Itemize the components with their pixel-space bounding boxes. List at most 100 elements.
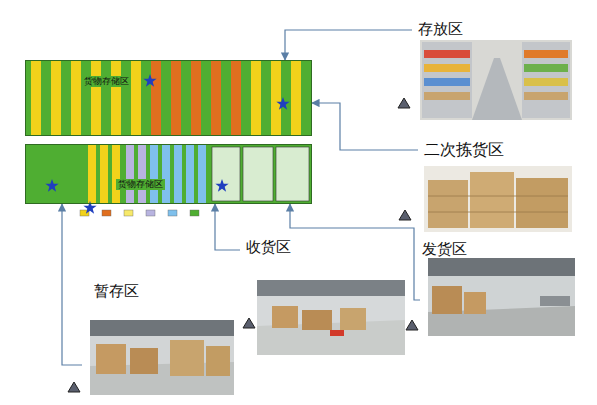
photo-staging-part (170, 340, 204, 376)
storage-band-top-part (31, 60, 41, 136)
storage-band-top-part (251, 60, 261, 136)
storage-band-top-part (131, 60, 141, 136)
area-heading: 暂存区 (94, 282, 139, 300)
storage-band-bottom-part (112, 144, 120, 204)
storage-band-bottom-part (162, 144, 170, 204)
location-stars-part (143, 74, 156, 87)
storage-band-bottom-part (88, 144, 96, 204)
area-heading: 发货区 (422, 240, 467, 258)
photo-storage-part (424, 64, 470, 72)
connector (285, 30, 412, 60)
location-stars-part (215, 179, 228, 192)
storage-band-top-part (91, 60, 101, 136)
photo-storage-part (422, 42, 472, 118)
storage-band: 货物存储区 (25, 60, 312, 136)
photo-receiving-part (302, 310, 332, 330)
photo-storage-part (524, 64, 568, 72)
photo-shipping-part (464, 292, 486, 314)
photo-staging-part (206, 346, 230, 376)
photo-staging-part (96, 344, 126, 374)
area-photo: 收货区 (240, 236, 408, 357)
photo-receiving-part (272, 306, 298, 328)
photo-storage (420, 40, 572, 120)
storage-band-top-part (25, 60, 312, 136)
legend-swatches (80, 210, 199, 216)
storage-band-top-part (211, 60, 221, 136)
photo-markers-part (68, 382, 80, 392)
photo-markers-part (399, 210, 411, 220)
storage-band-top-part (171, 60, 181, 136)
photo-storage-part (424, 50, 470, 58)
photo-staging-part (90, 320, 234, 336)
connector (62, 204, 82, 365)
photo-markers (68, 98, 418, 392)
storage-band-bottom-part (100, 144, 108, 204)
photo-staging-part (130, 348, 158, 374)
location-stars-part (83, 201, 96, 214)
location-stars-part (276, 97, 289, 110)
photo-storage-part (522, 42, 570, 118)
area-heading: 二次拣货区 (424, 140, 504, 159)
zone-label: 货物存储区 (82, 76, 131, 87)
storage-band-bottom-part (174, 144, 182, 204)
photo-shipping (428, 258, 575, 336)
storage-band-top (25, 60, 312, 136)
zone-label: 货物存储区 (116, 179, 165, 190)
storage-band-bottom-part (126, 144, 134, 204)
photo-picking-part (428, 180, 468, 228)
storage-band-top-part (191, 60, 201, 136)
photo-storage-part (524, 50, 568, 58)
storage-band-bottom (25, 144, 312, 204)
photo-storage-part (472, 58, 522, 120)
legend-swatches-part (102, 210, 111, 216)
photo-shipping-part (428, 258, 575, 276)
photo-receiving-part (340, 308, 366, 330)
storage-band-bottom-part (25, 144, 312, 204)
storage-band-bottom-part (186, 144, 194, 204)
connector (290, 204, 420, 300)
area-heading: 存放区 (418, 20, 463, 38)
photo-markers-part (398, 98, 410, 108)
legend-swatches-part (168, 210, 177, 216)
photo-storage-part (424, 78, 470, 86)
storage-band-bottom-part (150, 144, 158, 204)
photo-storage-part (420, 40, 572, 120)
photo-markers-part (243, 318, 255, 328)
area-heading: 收货区 (246, 238, 291, 256)
storage-band-top-part (111, 60, 121, 136)
photo-markers-part (406, 320, 418, 330)
storage-band-bottom-part (212, 147, 240, 201)
photo-staging-part (90, 320, 234, 395)
storage-band-top-part (271, 60, 281, 136)
connector (312, 103, 418, 150)
photo-receiving (257, 280, 405, 355)
photo-receiving-part (330, 330, 344, 336)
photo-picking-part (516, 178, 568, 228)
photo-storage-part (524, 78, 568, 86)
photo-shipping-part (428, 258, 575, 336)
photo-picking-part (428, 212, 568, 213)
storage-band-top-part (51, 60, 61, 136)
storage-band-bottom-part (243, 147, 273, 201)
storage-band-top-part (291, 60, 301, 136)
area-photo: 二次拣货区 (418, 140, 574, 234)
legend-swatches-part (190, 210, 199, 216)
photo-shipping-part (540, 296, 570, 306)
area-photo: 暂存区 (82, 282, 236, 398)
area-photo: 存放区 (412, 18, 574, 122)
location-stars-part (45, 179, 58, 192)
photo-storage-part (524, 92, 568, 100)
photo-storage-part (424, 92, 470, 100)
storage-band-bottom-part (276, 147, 309, 201)
photo-staging (90, 320, 234, 395)
legend-swatches-part (124, 210, 133, 216)
photo-picking-part (470, 172, 514, 228)
legend-swatches-part (146, 210, 155, 216)
storage-band-bottom-part (138, 144, 146, 204)
photo-picking-part (428, 196, 568, 197)
photo-picking (424, 166, 572, 232)
connector (215, 204, 240, 250)
photo-receiving-part (257, 280, 405, 355)
storage-band-top-part (151, 60, 161, 136)
